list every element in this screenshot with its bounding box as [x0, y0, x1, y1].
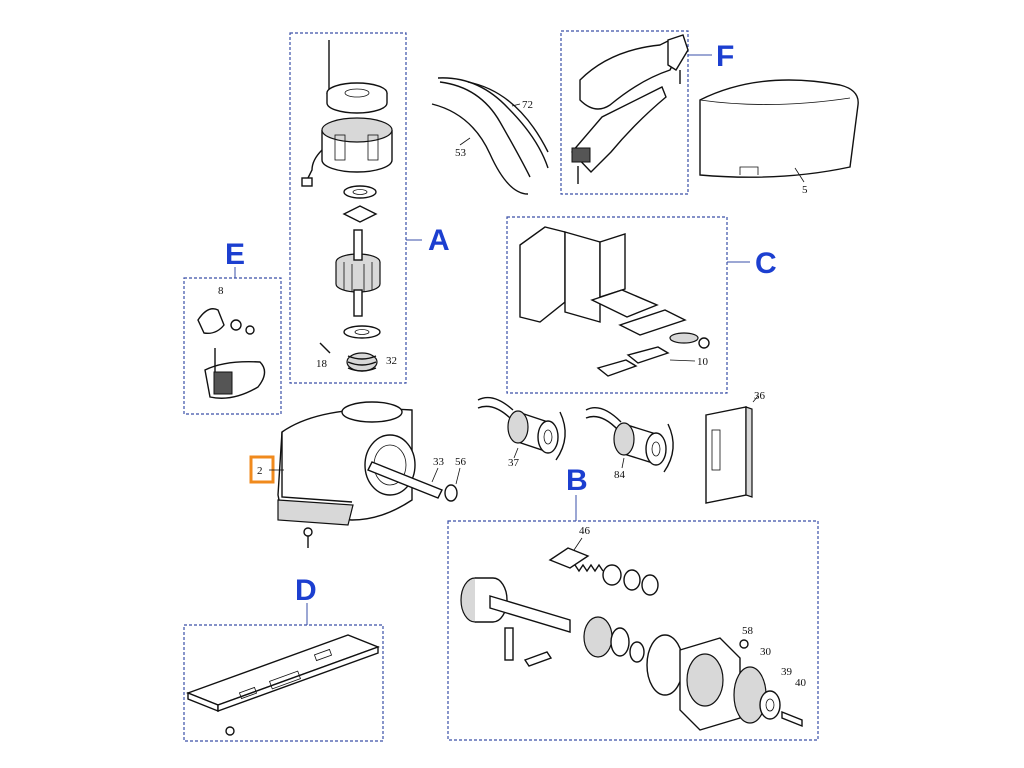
- part-label-2: 2: [257, 465, 263, 477]
- part-label-8: 8: [218, 285, 224, 297]
- part-label-40: 40: [795, 677, 807, 689]
- group-c[interactable]: 10 C: [506, 216, 777, 394]
- part-label-33: 33: [433, 456, 445, 468]
- part-label-37: 37: [508, 457, 520, 469]
- part-label-56: 56: [455, 456, 467, 468]
- wire-harness[interactable]: 72 53: [431, 77, 549, 195]
- group-label-e: E: [225, 238, 245, 271]
- group-label-d: D: [295, 574, 317, 607]
- group-a[interactable]: A 32 18: [289, 32, 450, 384]
- highlight-box-part-2: [249, 455, 275, 484]
- part-label-72: 72: [522, 99, 533, 111]
- part-label-53: 53: [455, 147, 467, 159]
- part-label-32: 32: [386, 355, 397, 367]
- group-e[interactable]: 8 E: [183, 238, 282, 415]
- group-f[interactable]: F: [560, 30, 734, 195]
- cover-part-5[interactable]: 5: [699, 79, 859, 196]
- coil-part-37[interactable]: 37: [477, 396, 566, 469]
- group-label-a: A: [428, 224, 450, 257]
- control-board-part-36[interactable]: 36: [705, 390, 766, 504]
- part-label-39: 39: [781, 666, 793, 678]
- group-label-b: B: [566, 464, 588, 497]
- coil-part-84[interactable]: 84: [585, 407, 674, 481]
- part-label-46: 46: [579, 525, 591, 537]
- part-label-10: 10: [697, 356, 709, 368]
- part-label-84: 84: [614, 469, 626, 481]
- part-label-36: 36: [754, 390, 766, 402]
- gearbox-housing-part-2[interactable]: 33 56 2: [249, 401, 467, 548]
- group-label-f: F: [716, 40, 734, 73]
- part-label-5: 5: [802, 184, 808, 196]
- group-label-c: C: [755, 247, 777, 280]
- part-label-58: 58: [742, 625, 754, 637]
- part-label-30: 30: [760, 646, 772, 658]
- part-label-18: 18: [316, 358, 328, 370]
- group-b[interactable]: B 46 58 30 39 40: [447, 464, 819, 741]
- group-d[interactable]: D: [183, 574, 384, 742]
